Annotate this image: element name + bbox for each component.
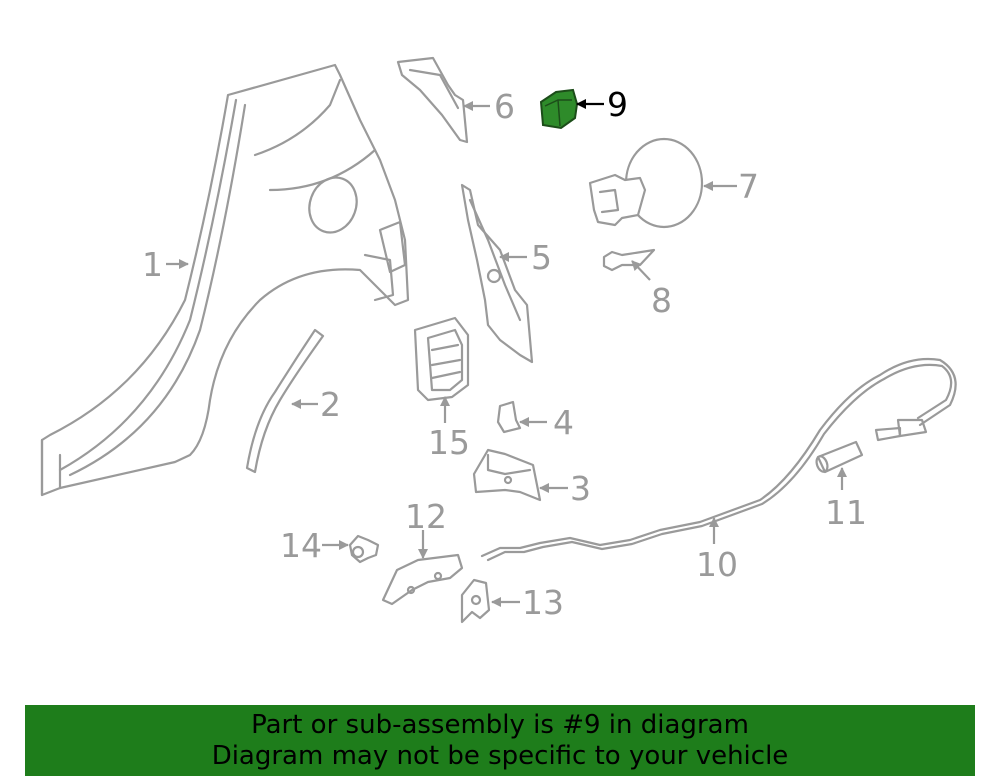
leader-lines: [166, 99, 847, 607]
callout-11: 11: [825, 493, 867, 532]
banner-line-2: Diagram may not be specific to your vehi…: [211, 741, 789, 771]
part-14-clip: [348, 534, 380, 564]
part-7-fuel-door: [588, 137, 704, 229]
part-12-handle: [381, 553, 464, 606]
callout-13: 13: [522, 583, 564, 622]
part-15-housing: [413, 316, 470, 402]
part-11-sleeve: [815, 440, 864, 474]
part-10-cable: [480, 357, 957, 562]
part-2-strip: [245, 328, 325, 474]
callout-4: 4: [553, 403, 574, 442]
part-5-panel: [460, 183, 534, 364]
part-1-quarter-panel: [40, 63, 410, 497]
callout-6: 6: [494, 87, 515, 126]
callout-2: 2: [320, 385, 341, 424]
callout-10: 10: [696, 545, 738, 584]
part-6-bracket: [396, 56, 469, 144]
part-4-clip: [496, 400, 522, 434]
callout-15: 15: [428, 423, 470, 462]
callout-14: 14: [280, 526, 322, 565]
part-3-bracket: [472, 448, 542, 502]
callout-8: 8: [651, 281, 672, 320]
callout-labels: 1 2 3 4 5 6 7 8 9 10 11 12 13 14 15: [142, 85, 867, 622]
info-banner: Part or sub-assembly is #9 in diagram Di…: [25, 705, 975, 776]
callout-12: 12: [405, 497, 447, 536]
banner-line-1: Part or sub-assembly is #9 in diagram: [251, 710, 749, 740]
callout-5: 5: [531, 238, 552, 277]
callout-7: 7: [738, 167, 759, 206]
part-9-highlighted: [539, 88, 579, 130]
callout-9-highlighted: 9: [607, 85, 628, 124]
part-8-clip: [602, 248, 656, 272]
part-13-bracket: [460, 578, 491, 624]
callout-1: 1: [142, 245, 163, 284]
parts-diagram: 1 2 3 4 5 6 7 8 9 10 11 12 13 14 15: [40, 56, 957, 624]
callout-3: 3: [570, 469, 591, 508]
